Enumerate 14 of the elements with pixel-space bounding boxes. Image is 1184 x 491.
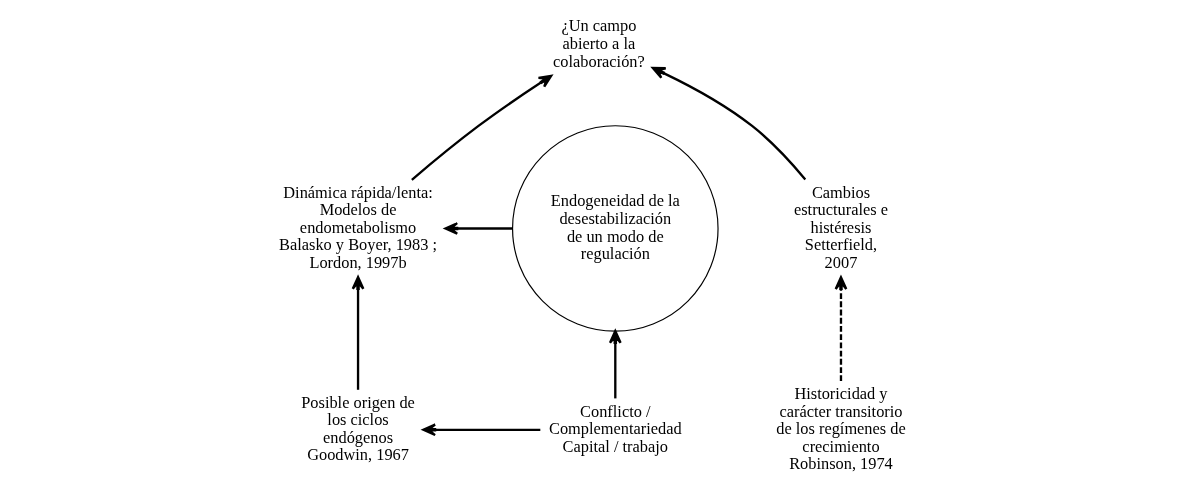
arrow (443, 221, 512, 235)
node-text: Dinámica rápida/lenta: Modelos de endometabolismo Balasko y Boyer, 1983 ; Lordon, 1997b (278, 182, 437, 272)
node-text: Cambios estructurales e histéresis Setterfield, 2007 (793, 182, 888, 272)
arrow (834, 275, 847, 381)
arrow (421, 422, 540, 436)
node-text: Conflicto / Complementariedad Capital / trabajo (548, 401, 682, 456)
arrow (351, 275, 364, 390)
node-text: ¿Un campo abierto a la colaboración? (552, 15, 645, 71)
node-text: Posible origen de los ciclos endógenos Goodwin, 1967 (300, 392, 415, 464)
arrow (608, 329, 622, 398)
arrow (410, 74, 552, 181)
node-text: Historicidad y carácter transitorio de los regímenes de crecimiento Robinson, 1974 (775, 383, 906, 473)
node-circle: Endogeneidad de la desestabilización de un modo de regulación (511, 124, 719, 332)
arrow (651, 66, 806, 180)
